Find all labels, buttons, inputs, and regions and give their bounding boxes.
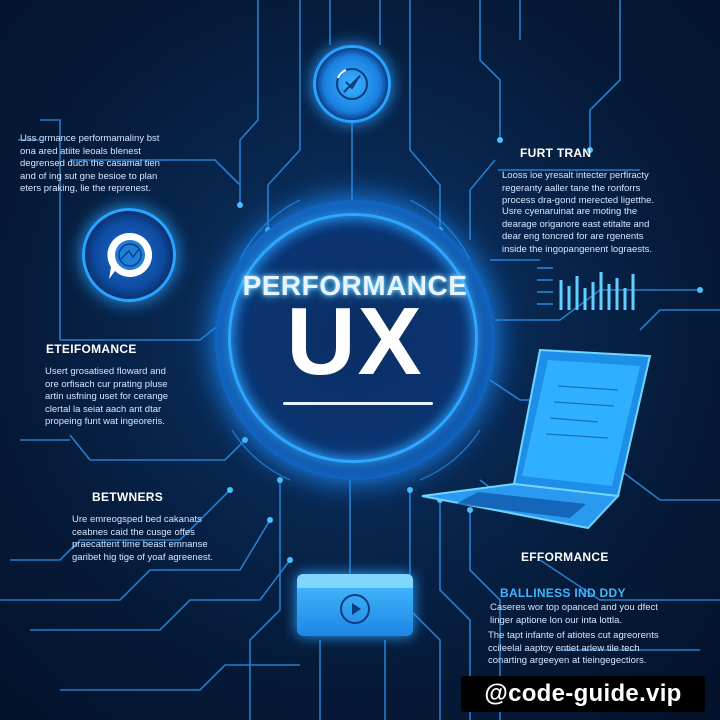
left-low-heading: BETWNERS <box>92 490 164 504</box>
video-card-header <box>297 574 413 588</box>
left-mid-heading: ETEIFOMANCE <box>46 342 137 356</box>
gauge-icon <box>313 45 391 123</box>
hub-underline <box>283 402 433 405</box>
watermark-badge: @code-guide.vip <box>461 676 705 712</box>
right-low-heading: EFFORMANCE <box>521 550 609 564</box>
right-low-subheading: BALLINESS IND DDY <box>500 586 626 600</box>
video-play-icon <box>297 574 413 636</box>
hub-big-text: UX <box>286 288 424 395</box>
top-right-description-2: Usre cyenaruinat are moting the dearage … <box>502 206 653 255</box>
right-low-description-1: Caseres wor top opanced and you dfect li… <box>490 602 658 626</box>
top-right-description-1: Looss loe yresalt intecter perfiracty re… <box>502 170 655 206</box>
bar-chart-icon <box>537 267 635 310</box>
play-button-icon <box>340 594 370 624</box>
left-low-description: Ure emreogsped bed cakanats ceabnes caid… <box>72 514 214 563</box>
top-right-heading: FURT TRAN <box>520 146 592 160</box>
right-low-description-2: The tapt infante of atiotes cut agreoren… <box>488 630 659 666</box>
hub-ring <box>228 213 478 463</box>
chat-bubble-icon <box>82 208 176 302</box>
hub-title: PERFORMANCE <box>242 270 468 301</box>
left-mid-description: Usert grosatised floward and ore orfisac… <box>45 366 169 427</box>
top-left-description: Uss grmance performamaliny bst ona ared … <box>20 133 160 194</box>
laptop-icon <box>421 348 652 530</box>
